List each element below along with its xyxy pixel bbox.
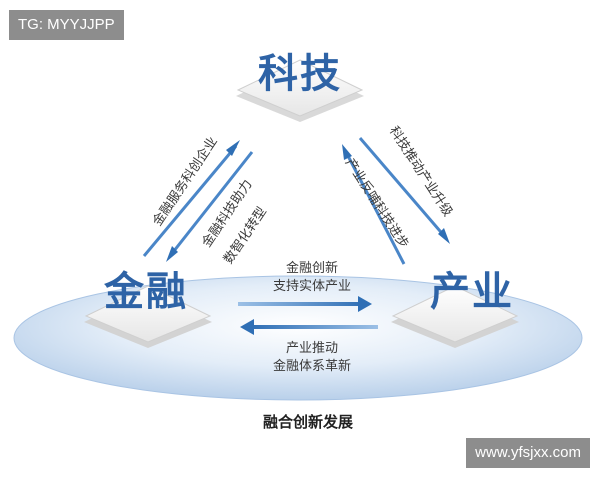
arrow-finance-to-industry [238,296,372,312]
edge-label-finance-to-industry: 金融创新 支持实体产业 [273,260,351,296]
tile-tech [236,59,364,122]
watermark-badge-top: TG: MYYJJPP [9,10,124,40]
arrow-finance-to-tech [142,140,240,257]
tile-finance [84,285,212,348]
edge-label-finance-to-industry-line2: 支持实体产业 [272,279,352,294]
tile-industry [391,285,519,348]
node-tech-label: 科技 [258,51,342,97]
node-finance-label: 金融 [104,269,188,315]
arrow-tech-to-finance [166,151,254,262]
edge-label-industry-to-finance-line1: 产业推动 [285,341,339,356]
arrow-tech-to-industry [358,137,450,244]
edge-label-industry-to-finance-line2: 金融体系革新 [272,359,352,374]
arrow-industry-to-finance [240,319,378,335]
arrow-industry-to-tech [342,144,406,265]
node-industry-label: 产业 [430,269,514,315]
diagram-caption: 融合创新发展 [262,413,354,431]
watermark-badge-bottom: www.yfsjxx.com [466,438,590,468]
edge-label-industry-to-finance: 产业推动 金融体系革新 [273,340,351,376]
edge-label-finance-to-industry-line1: 金融创新 [285,261,339,276]
